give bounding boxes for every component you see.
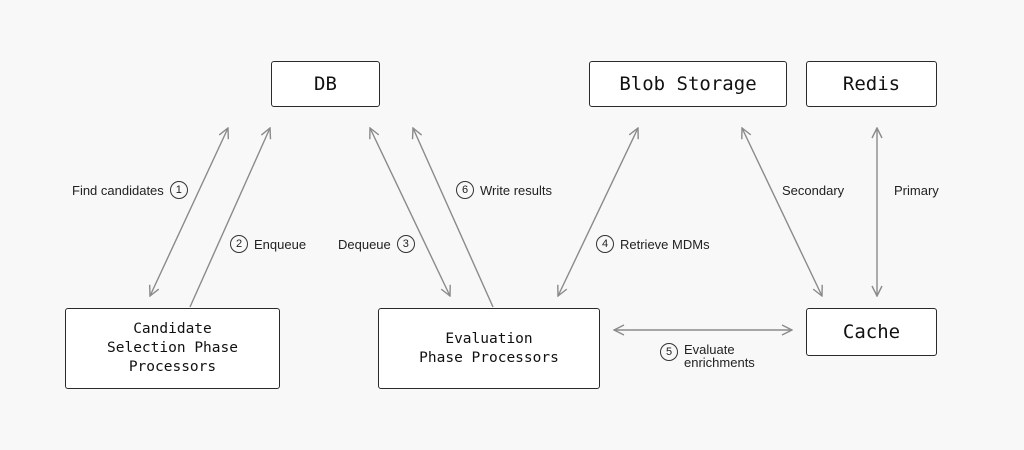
enqueue-arrow [189,128,270,308]
write-results-arrow [413,128,494,308]
step-4-badge: 4 [596,235,614,253]
step-1-badge: 1 [169,181,188,199]
enqueue-text: Enqueue [254,236,307,252]
step-2-badge: 2 [230,235,248,253]
find-candidates-label: Find candidates 1 [72,181,188,199]
step-5-badge: 5 [660,343,678,361]
dequeue-arrow [370,128,450,296]
write-results-text: Write results [480,182,552,198]
candidate-selection-node: Candidate Selection Phase Processors [65,308,280,389]
dequeue-label: Dequeue 3 [338,235,415,253]
evaluate-enrichments-text: Evaluate enrichments [684,342,755,370]
retrieve-mdms-text: Retrieve MDMs [620,236,710,252]
step-6-badge: 6 [456,181,474,199]
evaluate-enrichments-label: 5 Evaluate enrichments [660,343,755,369]
enqueue-label: 2 Enqueue [230,235,306,253]
retrieve-mdms-label: 4 Retrieve MDMs [596,235,710,253]
cache-node: Cache [806,308,937,356]
blob-storage-node: Blob Storage [589,61,787,107]
secondary-label: Secondary [782,183,844,198]
secondary-arrow [742,128,822,296]
dequeue-text: Dequeue [338,236,391,252]
retrieve-mdms-arrow [558,128,638,296]
primary-label: Primary [894,183,939,198]
db-node: DB [271,61,380,107]
redis-node: Redis [806,61,937,107]
step-3-badge: 3 [396,235,415,253]
find-candidates-arrow [150,128,228,296]
write-results-label: 6 Write results [456,181,552,199]
evaluation-phase-node: Evaluation Phase Processors [378,308,600,389]
primary-text: Primary [894,183,939,198]
find-candidates-text: Find candidates [72,182,164,198]
secondary-text: Secondary [782,183,845,198]
